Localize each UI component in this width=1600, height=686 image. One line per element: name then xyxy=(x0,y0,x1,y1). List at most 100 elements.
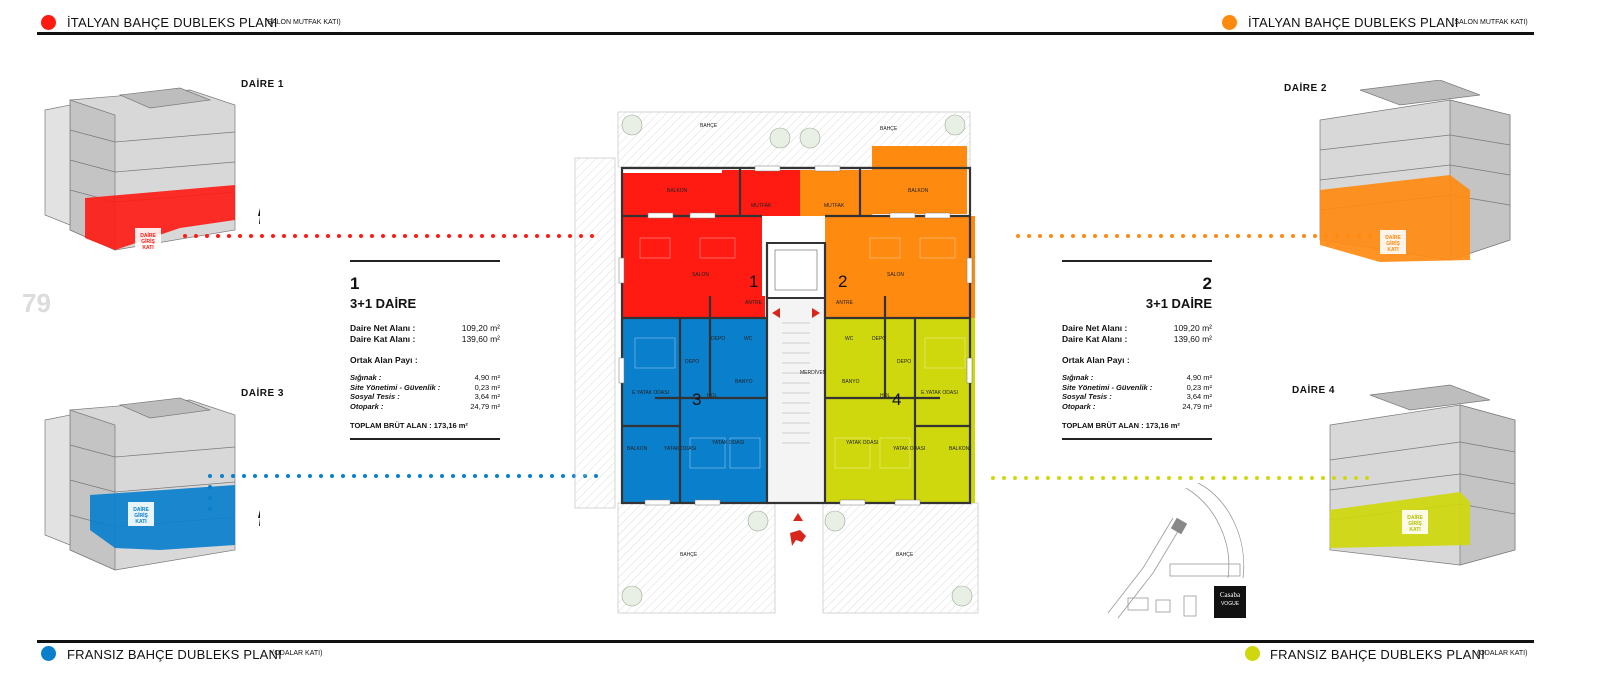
daire-3-label: DAİRE 3 xyxy=(241,388,284,399)
room-label-balkon: BALKON xyxy=(667,188,688,194)
room-label-wc: WC xyxy=(744,336,753,342)
daire-1-label: DAİRE 1 xyxy=(241,79,284,90)
net-area-value: 109,20 m² xyxy=(461,323,500,333)
page-number: 79 xyxy=(22,288,51,318)
common-area-heading: Ortak Alan Payı : xyxy=(1062,355,1130,365)
svg-text:KATI: KATI xyxy=(135,519,147,525)
info-panel-daire-1: 1 3+1 DAİRE Daire Net Alanı : 109,20 m² D… xyxy=(350,260,500,440)
room-label-yatak: YATAK ODASI xyxy=(664,446,697,452)
room-label-depo: DEPO xyxy=(685,359,700,365)
building-daire-3: DAİRE GİRİŞ KATI xyxy=(44,397,260,571)
share-value: 4,90 m² xyxy=(474,373,500,382)
daire-entry-tag-2 xyxy=(1380,230,1406,254)
top-rule xyxy=(37,32,1534,35)
floor-plan xyxy=(574,111,979,614)
yellow-legend-dot xyxy=(1245,646,1260,661)
unit-type: 3+1 DAİRE xyxy=(350,296,417,311)
common-area-heading: Ortak Alan Payı : xyxy=(350,355,418,365)
svg-text:KATI: KATI xyxy=(1409,527,1421,533)
share-label: Otopark : xyxy=(1062,401,1096,411)
share-value: 24,79 m² xyxy=(470,401,500,411)
header-sub-top-right: (SALON MUTFAK KATI) xyxy=(1452,19,1528,26)
share-label: Site Yönetimi - Güvenlik : xyxy=(350,382,441,392)
bottom-rule xyxy=(37,640,1534,643)
info-panel-daire-2: 2 3+1 DAİRE Daire Net Alanı :109,20 m² D… xyxy=(1062,260,1212,440)
room-label-wc: WC xyxy=(845,336,854,342)
building-daire-1: DAİRE GİRİŞ KATI xyxy=(44,87,260,252)
plan-unit-number-1: 1 xyxy=(749,272,759,291)
room-label-antre: ANTRE xyxy=(745,300,762,306)
casaba-vogue-logo: Casaba VOGUE xyxy=(1214,586,1246,618)
pedestrian-icon xyxy=(258,208,260,224)
site-key-plan xyxy=(1107,482,1245,619)
svg-text:GİRİŞ: GİRİŞ xyxy=(134,512,148,519)
total-gross-area: TOPLAM BRÜT ALAN : 173,16 m² xyxy=(350,421,468,430)
unit-number: 2 xyxy=(1202,274,1212,293)
plan-unit-number-2: 2 xyxy=(838,272,848,291)
arrow-left-icon xyxy=(772,308,780,318)
room-label-salon: SALON xyxy=(692,272,709,278)
room-label-hol: HOL xyxy=(880,393,891,399)
room-label-hol: HOL xyxy=(707,393,718,399)
room-label-balkon: BALKON xyxy=(908,188,929,194)
header-title-top-left: İTALYAN BAHÇE DUBLEKS PLANI xyxy=(67,15,278,30)
pedestrian-icon xyxy=(258,510,260,526)
svg-text:DAİRE: DAİRE xyxy=(133,506,149,513)
logo-line-1: Casaba xyxy=(1219,591,1241,599)
svg-text:KATI: KATI xyxy=(142,245,154,251)
share-label: Site Yönetimi - Güvenlik : xyxy=(1062,382,1153,392)
building-daire-2: DAİRE GİRİŞ KATI xyxy=(1319,80,1511,262)
share-value: 0,23 m² xyxy=(1186,382,1212,392)
share-value: 3,64 m² xyxy=(1186,392,1212,401)
share-label: Sosyal Tesis : xyxy=(1062,392,1112,401)
entrance-walker-icon xyxy=(790,530,806,546)
room-label-balkon: BALKON xyxy=(627,446,648,452)
entrance-arrow-icon xyxy=(793,513,803,521)
svg-text:DAİRE: DAİRE xyxy=(1407,514,1423,521)
header-title-bottom-right: FRANSIZ BAHÇE DUBLEKS PLANI xyxy=(1270,647,1485,662)
side-walkway xyxy=(574,157,616,509)
header-title-bottom-left: FRANSIZ BAHÇE DUBLEKS PLANI xyxy=(67,647,282,662)
arrow-right-icon xyxy=(812,308,820,318)
share-value: 4,90 m² xyxy=(1186,373,1212,382)
room-label-banyo: BANYO xyxy=(735,379,753,385)
blue-legend-dot xyxy=(41,646,56,661)
floor-area-label: Daire Kat Alanı : xyxy=(350,334,416,344)
header-title-top-right: İTALYAN BAHÇE DUBLEKS PLANI xyxy=(1248,15,1459,30)
room-label-banyo: BANYO xyxy=(842,379,860,385)
room-label-depo: DEPO xyxy=(897,359,912,365)
room-label-mutfak: MUTFAK xyxy=(824,203,845,209)
room-label-salon: SALON xyxy=(887,272,904,278)
floor-area-value: 139,60 m² xyxy=(461,334,500,344)
total-gross-area: TOPLAM BRÜT ALAN : 173,16 m² xyxy=(1062,421,1180,430)
plan-unit-number-4: 4 xyxy=(892,390,902,409)
elevator-shaft xyxy=(766,242,826,299)
svg-text:GİRİŞ: GİRİŞ xyxy=(141,238,155,245)
room-label-yatak: YATAK ODASI xyxy=(846,440,879,446)
room-label-yatak: YATAK ODASI xyxy=(893,446,926,452)
svg-text:GİRİŞ: GİRİŞ xyxy=(1408,520,1422,527)
svg-text:GİRİŞ: GİRİŞ xyxy=(1386,240,1400,247)
room-label-e-yatak: E.YATAK ODASI xyxy=(632,390,669,396)
svg-text:DAİRE: DAİRE xyxy=(140,232,156,239)
share-value: 0,23 m² xyxy=(474,382,500,392)
share-label: Sığınak : xyxy=(350,373,382,382)
logo-line-2: VOGUE xyxy=(1220,601,1240,607)
unit-number: 1 xyxy=(350,274,360,293)
daire-entry-tag-4 xyxy=(1402,510,1428,534)
room-label-mutfak: MUTFAK xyxy=(751,203,772,209)
header-sub-bottom-right: (ODALAR KATI) xyxy=(1477,650,1528,657)
room-label-yatak: YATAK ODASI xyxy=(712,440,745,446)
room-label-bahce: BAHÇE xyxy=(880,126,898,132)
orange-legend-dot xyxy=(1222,15,1237,30)
header-sub-bottom-left: (ODALAR KATI) xyxy=(272,650,323,657)
net-area-label: Daire Net Alanı : xyxy=(1062,323,1128,333)
unit-type: 3+1 DAİRE xyxy=(1145,296,1212,311)
share-value: 3,64 m² xyxy=(474,392,500,401)
room-label-depo: DEPO xyxy=(711,336,726,342)
net-area-label: Daire Net Alanı : xyxy=(350,323,416,333)
room-label-bahce: BAHÇE xyxy=(680,552,698,558)
room-label-bahce: BAHÇE xyxy=(896,552,914,558)
daire-2-label: DAİRE 2 xyxy=(1284,83,1327,94)
plan-unit-number-3: 3 xyxy=(692,390,702,409)
